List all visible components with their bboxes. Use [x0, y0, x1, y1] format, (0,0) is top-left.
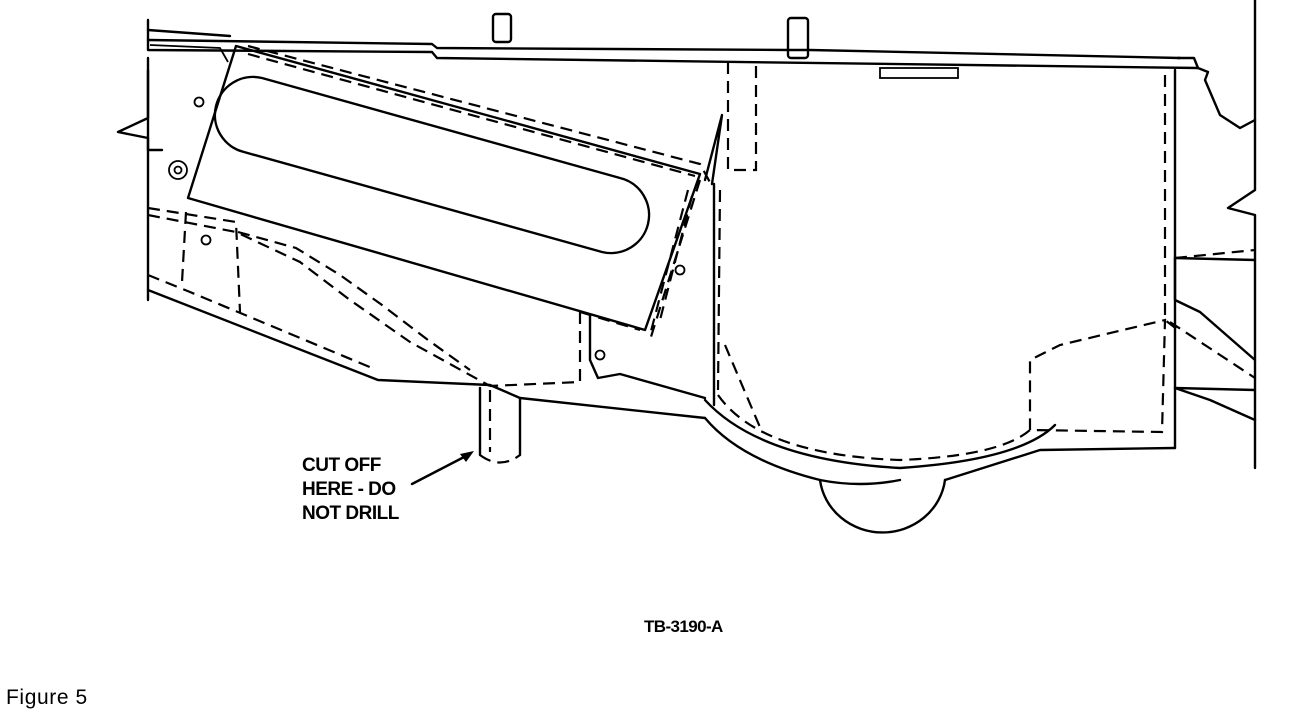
housing-body: [146, 68, 724, 420]
heater-core-panel: [186, 44, 702, 332]
callout-text: CUT OFF HERE - DO NOT DRILL: [302, 454, 399, 526]
left-hidden-box: [147, 206, 491, 387]
rail-post-center: [786, 16, 810, 60]
figure-id: TB-3190-A: [644, 617, 723, 636]
callout-line-3: NOT DRILL: [302, 503, 399, 524]
bottom-bowl: [703, 68, 1177, 534]
mounting-holes: [168, 96, 686, 361]
top-rail: [146, 18, 1200, 70]
diagonal-hidden-lines: [648, 189, 694, 336]
right-frame-section: [1173, 0, 1257, 470]
callout-line-2: HERE - DO: [302, 479, 396, 500]
bowl-hidden-line: [716, 75, 1256, 462]
oval-slot: [213, 75, 651, 255]
figure-caption: Figure 5: [6, 686, 88, 709]
upper-duct-hidden: [726, 62, 758, 172]
rail-post-left: [491, 12, 513, 44]
left-break-line: [116, 56, 150, 302]
rail-tab: [879, 67, 959, 79]
center-hidden-step: [489, 310, 641, 388]
callout-line-1: CUT OFF: [302, 455, 381, 476]
callout-arrow: [410, 451, 474, 486]
drain-tube: [478, 386, 522, 464]
